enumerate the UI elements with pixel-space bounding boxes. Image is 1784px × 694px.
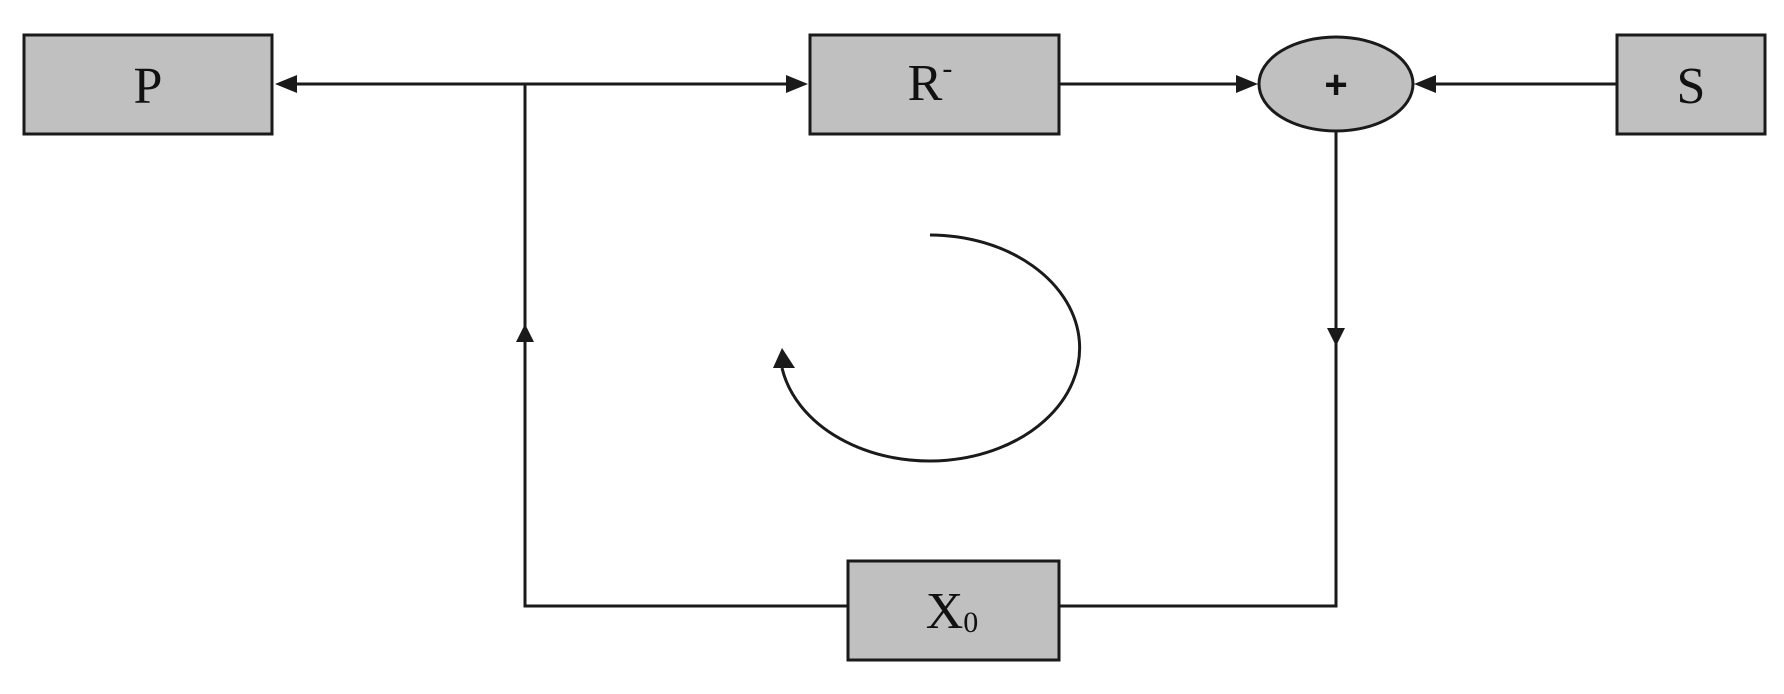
cycle-arrowhead-icon — [773, 348, 795, 368]
node-x0-subscript: 0 — [963, 606, 978, 639]
node-s-label: S — [1677, 58, 1706, 115]
arrowhead-into-sum-right — [1414, 75, 1436, 93]
arrowhead-into-sum-left — [1236, 75, 1258, 93]
arrowhead-into-p — [275, 75, 297, 93]
cycle-arc — [780, 233, 1082, 463]
arrowhead-into-r — [786, 75, 808, 93]
cycle-indicator — [773, 233, 1082, 463]
node-sum-label: + — [1324, 63, 1347, 107]
arrowhead-up-to-junction — [516, 324, 534, 342]
edge-sum-to-x0 — [1059, 131, 1338, 608]
node-r-letter: R — [908, 55, 943, 112]
edge-x0-to-junction — [523, 84, 848, 608]
node-x0-letter: X — [926, 583, 964, 640]
node-x0: X0 — [846, 559, 1061, 662]
node-r-superscript: - — [942, 52, 952, 85]
node-r-label: R- — [908, 52, 953, 112]
node-p-label: P — [134, 58, 163, 115]
node-x0-label: X0 — [926, 583, 979, 640]
node-p: P — [22, 33, 274, 136]
node-r: R- — [808, 33, 1061, 136]
node-s: S — [1615, 33, 1767, 136]
node-sum: + — [1257, 35, 1415, 133]
arrowhead-down-to-x0 — [1327, 328, 1345, 346]
